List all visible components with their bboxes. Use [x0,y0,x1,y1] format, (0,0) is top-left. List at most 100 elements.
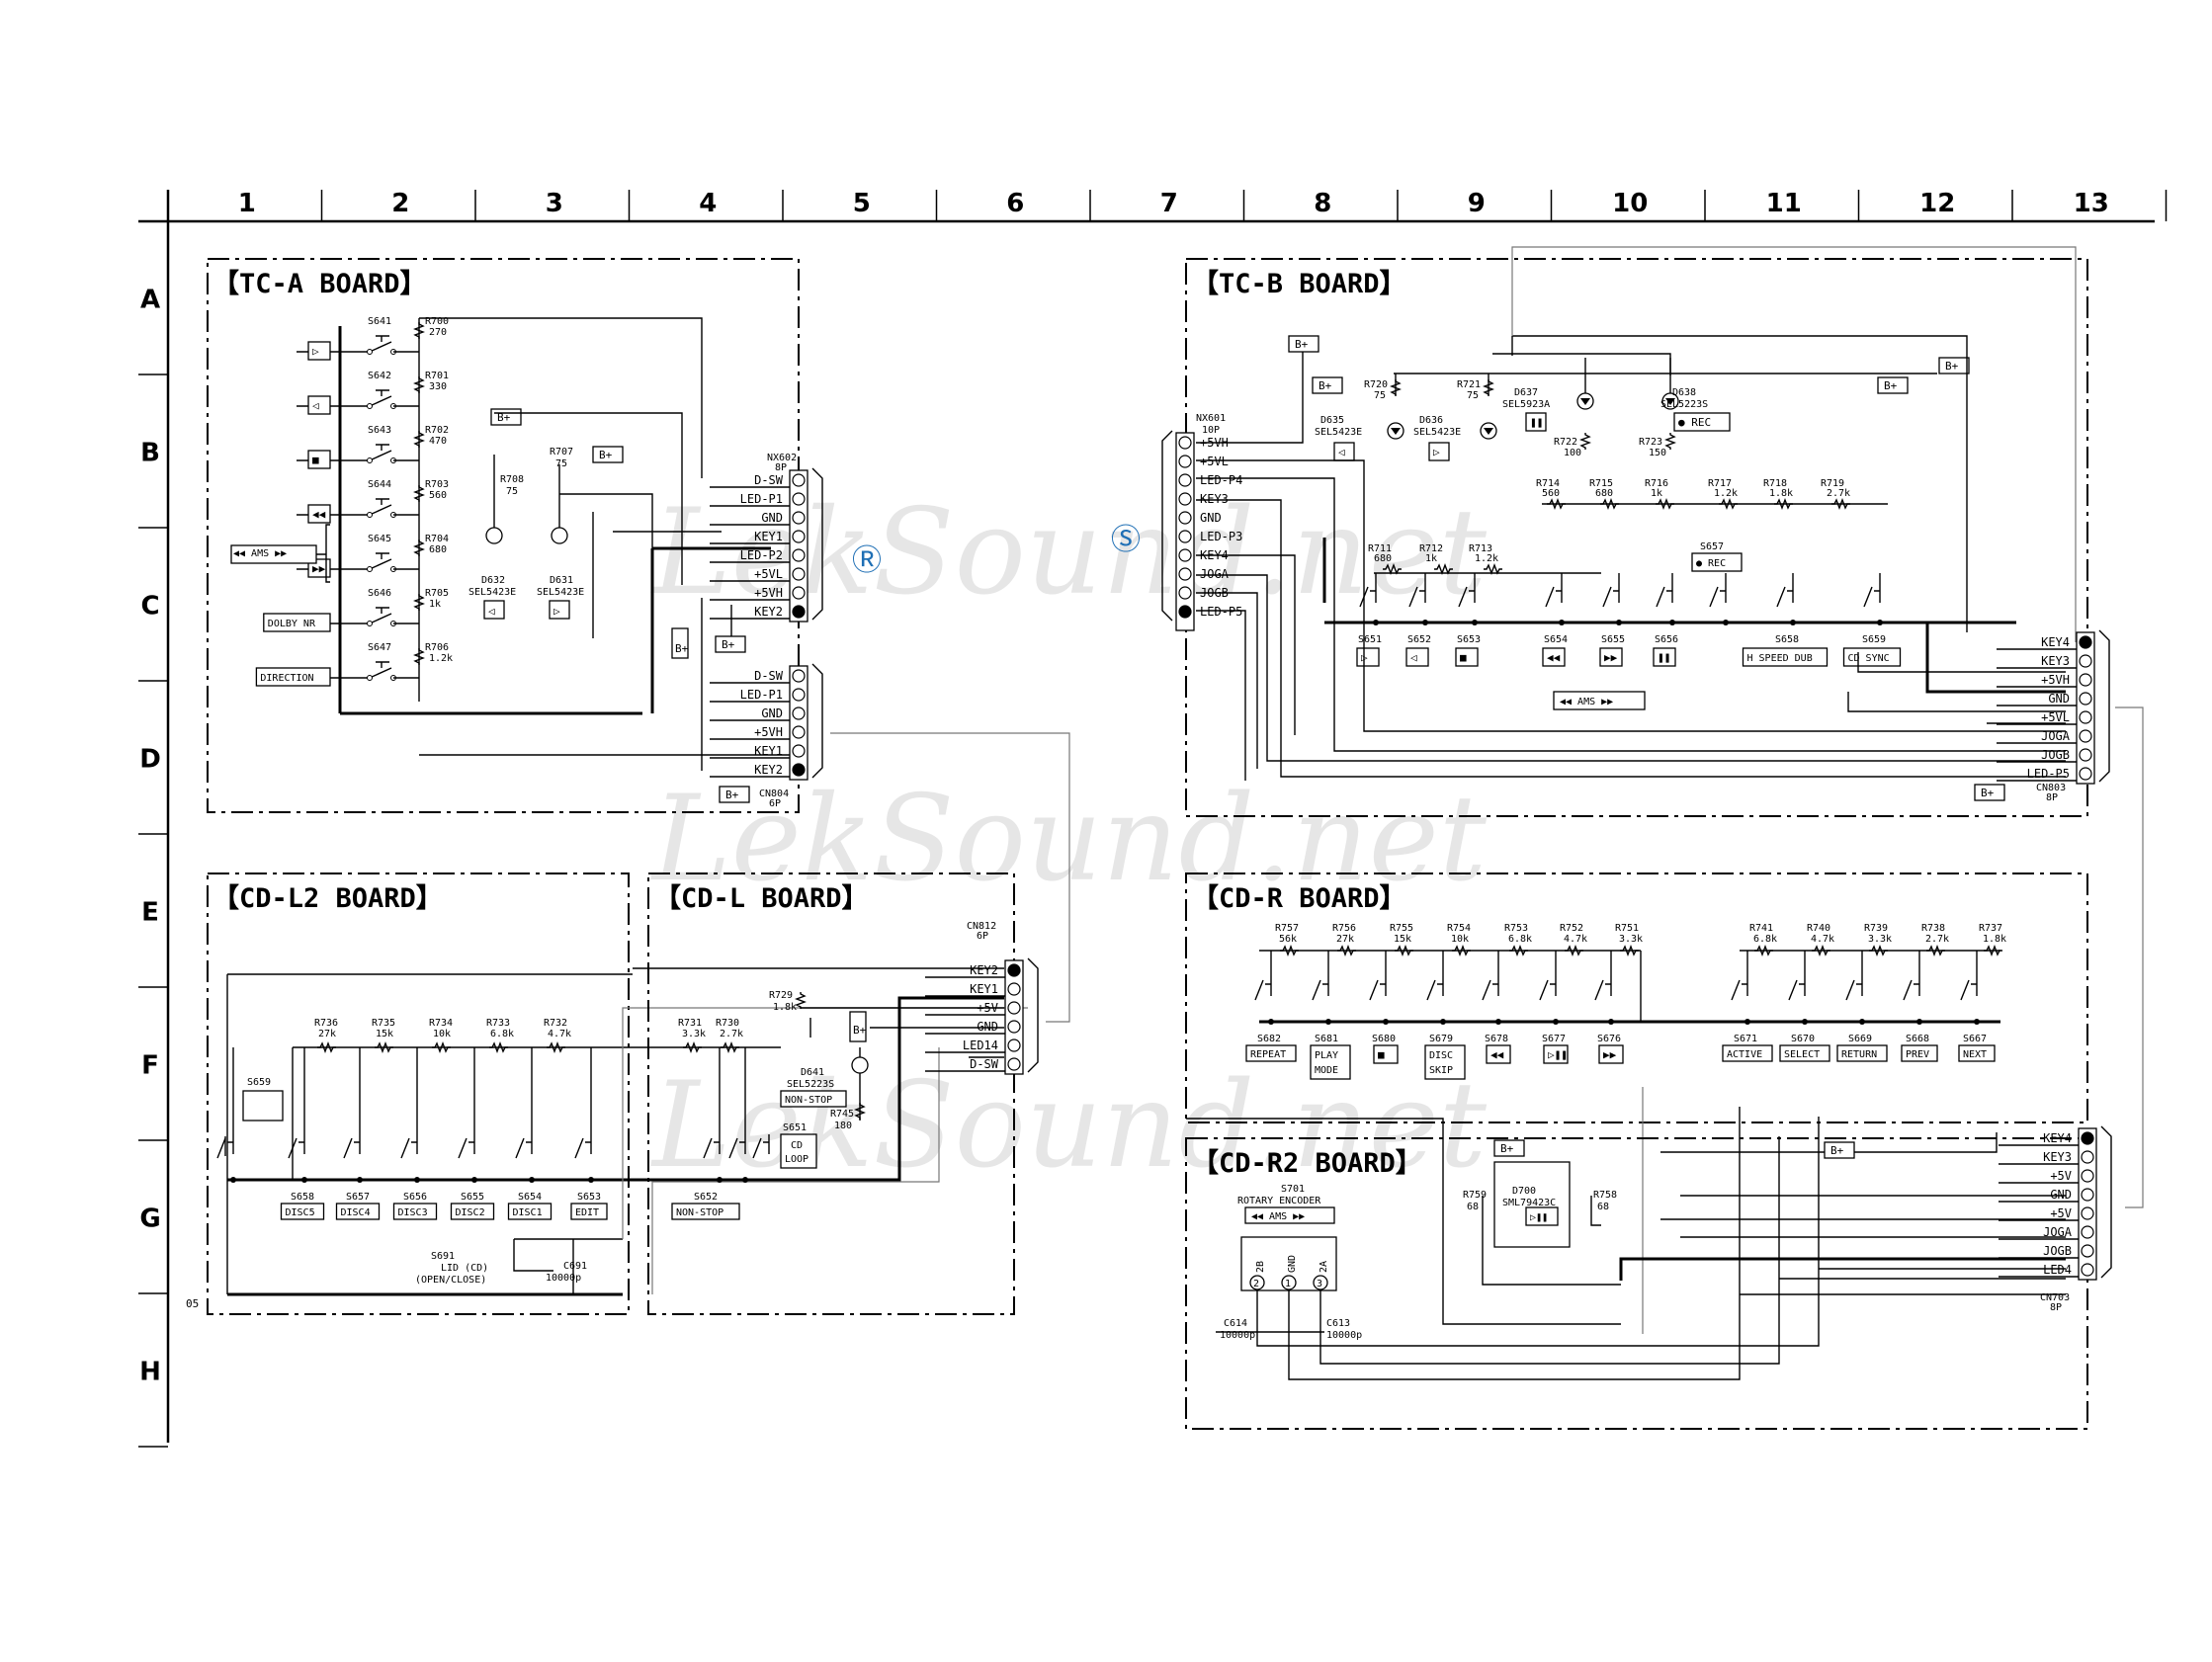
resistor-value: 4.7k [548,1029,571,1039]
resistor-ref: R736 [314,1018,338,1029]
junction-dot [1974,1019,1980,1025]
switch-label: PREV [1906,1049,1929,1060]
resistor-ref: R751 [1615,923,1639,934]
connector-pin-icon [1007,1057,1021,1071]
resistor-icon [375,1041,393,1053]
tact-switch-icon [1845,976,1863,1001]
connector-pin-icon [2079,748,2092,762]
encoder-pin-number: 1 [1285,1279,1291,1289]
connector-pin-icon [1178,567,1192,581]
function-button-symbol [1779,1044,1830,1062]
connector-pin-label: JOGB [2041,748,2070,762]
bplus-tag: B+ [599,449,613,461]
junction-dot [529,1177,535,1183]
row-label: G [139,1205,160,1234]
switch-ref: S646 [368,588,391,599]
connector-pin-label: LED-P3 [1200,530,1242,543]
tact-switch-icon [1426,976,1444,1001]
connector-ref: CN803 [2036,783,2066,793]
capacitor-value: 10000p [1220,1330,1255,1341]
junction-dot [588,1177,594,1183]
resistor-ref: R752 [1560,923,1583,934]
row-label: A [140,286,160,315]
resistor-value: 6.8k [490,1029,514,1039]
resistor-value: 6.8k [1508,934,1532,945]
bplus-tag: B+ [1295,338,1309,351]
connector-pin-icon [792,744,806,758]
resistor-value: 10k [433,1029,451,1039]
resistor-icon [413,485,425,502]
connector-pin-label: KEY1 [754,530,783,543]
tact-switch-icon [1458,583,1476,608]
resistor-value: 27k [318,1029,336,1039]
resistor-value: 560 [1542,488,1560,499]
resistor-value: 2.7k [720,1029,743,1039]
tact-switch-icon [1482,976,1499,1001]
function-button-symbol [263,613,331,632]
resistor-ref: R729 [769,990,793,1001]
connector-pin-label: +5VL [2041,710,2070,724]
bplus-tag: B+ [1884,379,1898,392]
switch-ref: S668 [1906,1034,1929,1044]
tact-switch-icon [1731,976,1748,1001]
column-label: 13 [2074,189,2109,218]
tact-switch-icon [1788,976,1806,1001]
resistor-ref: R732 [544,1018,567,1029]
resistor-ref: R701 [425,371,449,381]
connector-pin-icon [1007,1039,1021,1052]
switch-ref: S651 [1358,634,1382,645]
switch-label: ❚❚ [1658,651,1670,664]
resistor-ref: R716 [1645,478,1668,489]
switch-label: ▶▶ [312,562,326,575]
switch-label: NEXT [1963,1049,1987,1060]
connector-pin-label: KEY2 [754,763,783,777]
led-part: SEL5223S [1660,399,1708,410]
connector-pin-label: KEY1 [754,744,783,758]
connector-pin-label: LED-P1 [740,492,783,506]
connector-pin-icon [792,567,806,581]
function-button-symbol [335,1203,381,1220]
function-button-symbol [1742,647,1829,667]
connector-ref: NX601 [1196,413,1226,424]
resistor-ref: R721 [1457,379,1481,390]
resistor-value: 2.7k [1827,488,1850,499]
junction-dot [1616,620,1622,625]
resistor-value: 1.2k [1714,488,1738,499]
function-button-symbol [1543,1044,1569,1064]
resistor-icon [413,322,425,339]
switch-ref: S677 [1542,1034,1566,1044]
led-symbol: ◁ [1338,446,1345,458]
connector-pin-label: LED14 [963,1039,998,1052]
led-ref: D636 [1419,415,1443,426]
switch-label: DOLBY NR [268,619,316,629]
encoder-pin-label: 2A [1319,1261,1329,1273]
led-part: SEL5423E [537,587,584,598]
junction-dot [1802,1019,1808,1025]
resistor-icon [413,376,425,393]
led-symbol: ▷ [553,605,560,618]
function-button-symbol [1310,1044,1351,1080]
connector-pin-icon [792,586,806,600]
connector-pins: 8P [775,462,787,473]
switch-ref: S659 [247,1077,271,1088]
switch-contact [367,349,373,355]
connector-pin-icon [2081,1150,2094,1164]
connector-pin-icon [1178,455,1192,468]
resistor-icon [547,1041,565,1053]
switch-label: RETURN [1841,1049,1877,1060]
connector-pin-icon [792,763,806,777]
resistor-ref: R754 [1447,923,1471,934]
resistor-icon [1926,945,1945,956]
resistor-value: 470 [429,436,447,447]
connector-pins: 8P [2046,792,2058,803]
tact-switch-icon [369,661,392,679]
function-button-symbol [1405,647,1429,667]
resistor-value: 3.3k [682,1029,706,1039]
function-button-symbol [307,450,331,469]
switch-ref: S680 [1372,1034,1396,1044]
resistor-icon [1579,433,1591,450]
junction-dot [230,1177,236,1183]
function-button-symbol [1598,1044,1624,1064]
